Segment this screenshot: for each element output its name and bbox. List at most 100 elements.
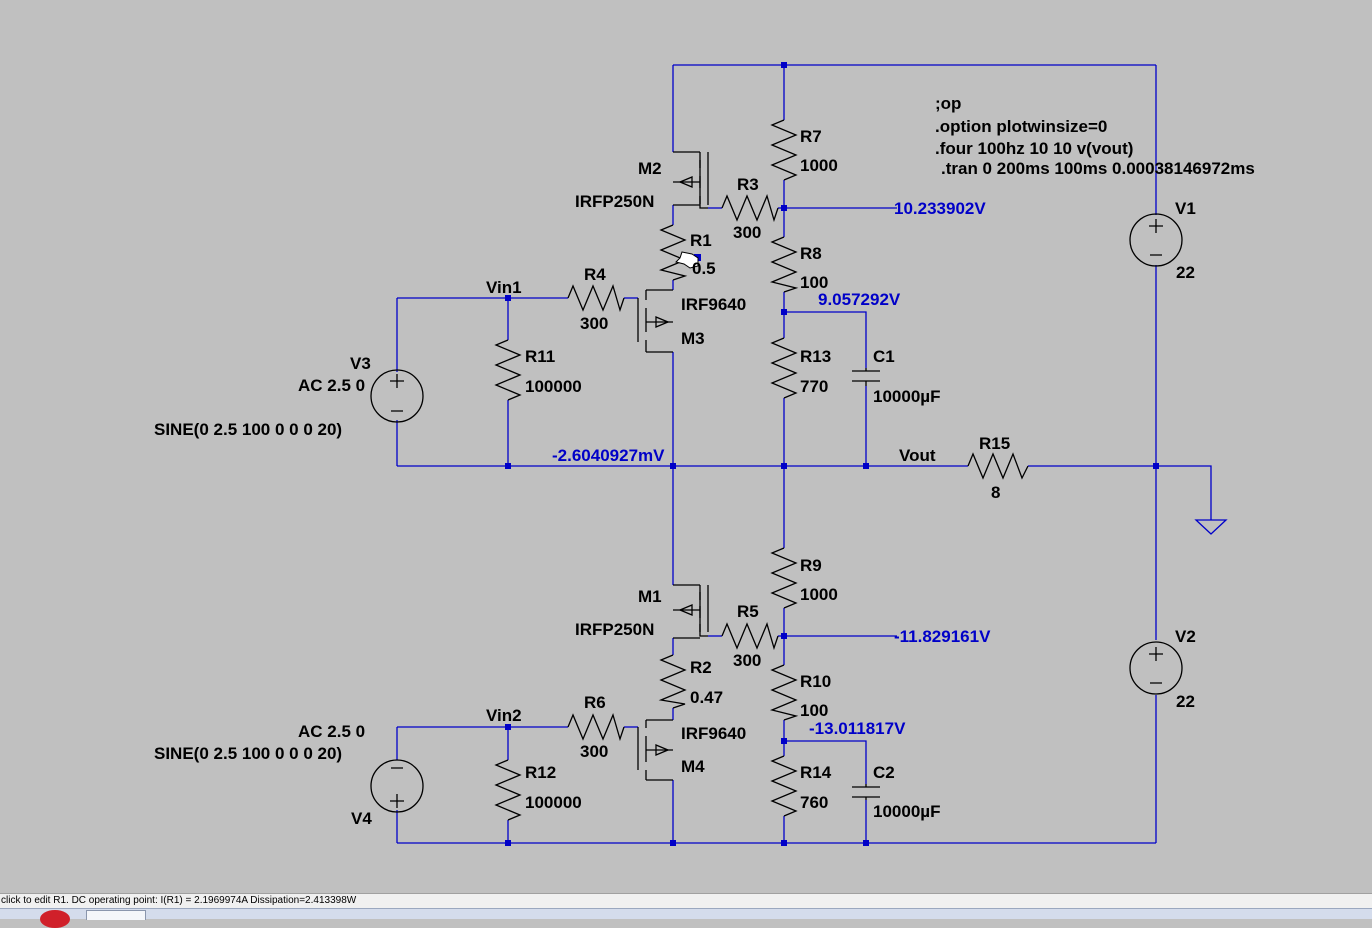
r10-name[interactable]: R10 [800,672,831,691]
start-button-icon[interactable] [40,910,70,928]
junction-dots [505,62,1159,846]
c2-value[interactable]: 10000µF [873,802,940,821]
wires [396,64,1212,844]
r8-value[interactable]: 100 [800,273,828,292]
c1-name[interactable]: C1 [873,347,895,366]
directive-op[interactable]: ;op [935,94,961,113]
r6-value[interactable]: 300 [580,742,608,761]
m2-model[interactable]: IRFP250N [575,192,654,211]
v3-source[interactable]: SINE(0 2.5 100 0 0 0 20) [154,420,342,439]
v3-name[interactable]: V3 [350,354,371,373]
r1-name[interactable]: R1 [690,231,712,250]
r3-name[interactable]: R3 [737,175,759,194]
directive-tran[interactable]: .tran 0 200ms 100ms 0.00038146972ms [941,159,1255,178]
resistor-r4-symbol[interactable] [567,284,625,313]
resistor-r9-symbol[interactable] [770,547,798,609]
resistor-r7-symbol[interactable] [770,119,798,181]
r2-name[interactable]: R2 [690,658,712,677]
r1-value[interactable]: 0.5 [692,259,716,278]
taskbar-app-button[interactable] [86,910,146,920]
resistor-r1-symbol[interactable] [658,224,688,281]
r2-value[interactable]: 0.47 [690,688,723,707]
net-label-vout[interactable]: Vout [899,446,936,465]
resistor-r8-symbol[interactable] [769,236,799,293]
r12-value[interactable]: 100000 [525,793,582,812]
r13-value[interactable]: 770 [800,377,828,396]
r15-value[interactable]: 8 [991,483,1000,502]
schematic-canvas[interactable]: ;op .option plotwinsize=0 .four 100hz 10… [0,0,1372,890]
directive-four[interactable]: .four 100hz 10 10 v(vout) [935,139,1133,158]
voltage-node-r8-r13: 9.057292V [818,290,901,309]
r4-value[interactable]: 300 [580,314,608,333]
capacitor-c1-symbol[interactable] [852,368,880,386]
c2-name[interactable]: C2 [873,763,895,782]
r4-name[interactable]: R4 [584,265,606,284]
r10-value[interactable]: 100 [800,701,828,720]
resistor-r14-symbol[interactable] [770,755,798,817]
v2-name[interactable]: V2 [1175,627,1196,646]
r8-name[interactable]: R8 [800,244,822,263]
voltage-node-r10-r14: -13.011817V [809,719,906,738]
r7-value[interactable]: 1000 [800,156,838,175]
v3-ac[interactable]: AC 2.5 0 [298,376,365,395]
m3-name[interactable]: M3 [681,329,705,348]
m4-name[interactable]: M4 [681,757,705,776]
resistor-r2-symbol[interactable] [658,654,687,709]
r14-value[interactable]: 760 [800,793,828,812]
pmos-m3-symbol[interactable] [637,289,673,353]
voltage-node-mid: -2.6040927mV [552,446,665,465]
resistor-r11-symbol[interactable] [494,339,522,401]
m1-model[interactable]: IRFP250N [575,620,654,639]
nmos-m1-symbol[interactable] [673,584,709,639]
v1-value[interactable]: 22 [1176,263,1195,282]
v4-name[interactable]: V4 [351,809,372,828]
r11-value[interactable]: 100000 [525,377,582,396]
pmos-m4-symbol[interactable] [637,719,673,781]
status-bar: click to edit R1. DC operating point: I(… [0,893,1372,908]
v1-name[interactable]: V1 [1175,199,1196,218]
r9-value[interactable]: 1000 [800,585,838,604]
r7-name[interactable]: R7 [800,127,822,146]
resistor-r10-symbol[interactable] [769,664,799,721]
voltage-source-v2-symbol[interactable] [1129,641,1183,695]
voltage-annotations: 10.233902V 9.057292V -2.6040927mV -11.82… [552,199,991,738]
r5-name[interactable]: R5 [737,602,759,621]
r15-name[interactable]: R15 [979,434,1010,453]
nmos-m2-symbol[interactable] [673,151,709,209]
net-label-vin2[interactable]: Vin2 [486,706,522,725]
m3-model[interactable]: IRF9640 [681,295,746,314]
v4-ac[interactable]: AC 2.5 0 [298,722,365,741]
r11-name[interactable]: R11 [525,347,555,366]
r13-name[interactable]: R13 [800,347,831,366]
m1-name[interactable]: M1 [638,587,662,606]
resistor-r12-symbol[interactable] [494,759,522,821]
directive-option[interactable]: .option plotwinsize=0 [935,117,1107,136]
voltage-source-v1-symbol[interactable] [1129,213,1183,267]
m2-name[interactable]: M2 [638,159,662,178]
resistor-r6-symbol[interactable] [567,713,625,742]
v4-source[interactable]: SINE(0 2.5 100 0 0 0 20) [154,744,342,763]
resistor-r3-symbol[interactable] [721,194,779,223]
voltage-source-v3-symbol[interactable] [370,369,424,423]
r14-name[interactable]: R14 [800,763,832,782]
capacitor-c2-symbol[interactable] [852,784,880,800]
r5-value[interactable]: 300 [733,651,761,670]
voltage-source-v4-symbol[interactable] [370,759,424,813]
resistor-r5-symbol[interactable] [721,622,779,651]
voltage-node-r9-r10: -11.829161V [894,627,991,646]
c1-value[interactable]: 10000µF [873,387,940,406]
spice-directives[interactable]: ;op .option plotwinsize=0 .four 100hz 10… [935,94,1255,178]
r6-name[interactable]: R6 [584,693,606,712]
ground-symbol-icon [1194,519,1228,535]
m4-model[interactable]: IRF9640 [681,724,746,743]
r3-value[interactable]: 300 [733,223,761,242]
r9-name[interactable]: R9 [800,556,822,575]
v2-value[interactable]: 22 [1176,692,1195,711]
resistor-r13-symbol[interactable] [770,337,798,399]
net-label-vin1[interactable]: Vin1 [486,278,522,297]
voltage-node-r7-r8: 10.233902V [894,199,986,218]
hand-pointer-icon [675,251,701,269]
r12-name[interactable]: R12 [525,763,556,782]
resistor-r15-symbol[interactable] [967,452,1029,480]
taskbar [0,908,1372,928]
